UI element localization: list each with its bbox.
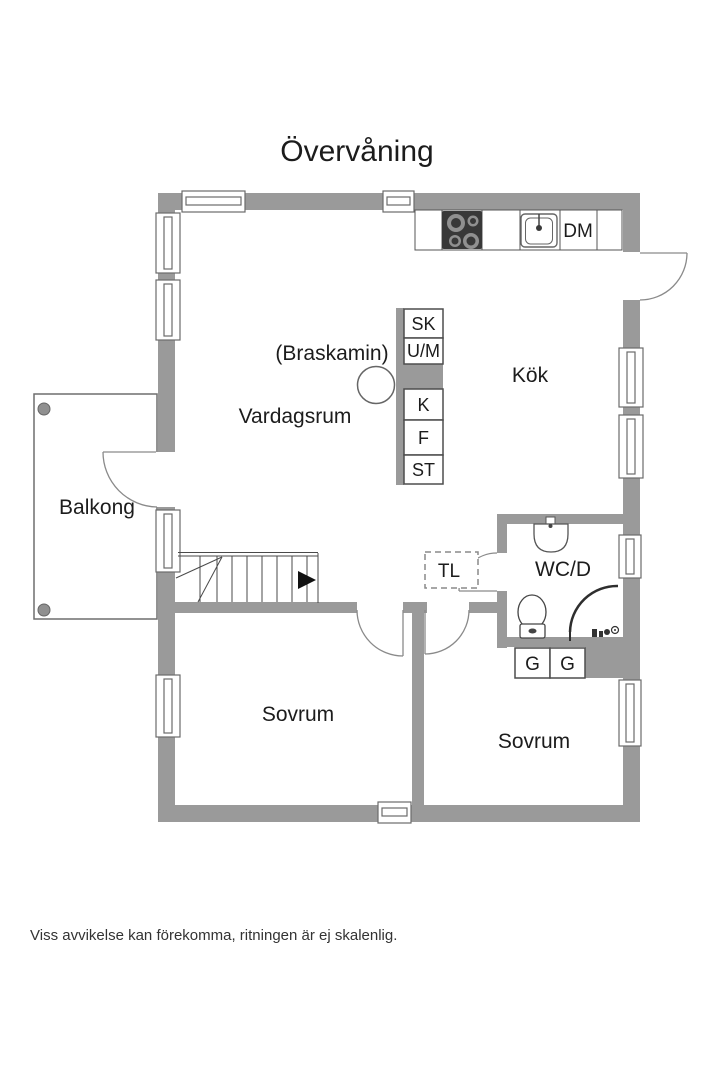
bedroom-right-label: Sovrum (498, 730, 570, 753)
wall-wc-bottom (497, 637, 623, 647)
window-icon (155, 279, 181, 341)
shower-icon (568, 584, 620, 641)
wall-right (623, 193, 640, 805)
closet-label-st: ST (412, 460, 435, 480)
window-icon (377, 801, 412, 824)
window-icon (618, 347, 644, 408)
wardrobe-label: G (525, 654, 540, 675)
closet-label-k: K (417, 395, 429, 415)
door-swing-icon (102, 451, 158, 508)
disclaimer-text: Viss avvikelse kan förekomma, ritningen … (30, 927, 397, 944)
balcony-post-icon (37, 402, 51, 416)
kitchen-counter: DM (414, 209, 623, 251)
wall-hall-left (175, 602, 357, 613)
wardrobe-label: G (560, 654, 575, 675)
window-icon (181, 190, 246, 213)
bathroom-sink-icon (533, 516, 569, 553)
window-icon (382, 190, 415, 213)
wall-appliance-strip (396, 308, 404, 485)
bedroom-left-label: Sovrum (262, 703, 334, 726)
window-icon (618, 679, 642, 747)
closet-label-f: F (418, 428, 429, 448)
doors (102, 252, 688, 657)
wall-appliance-block (396, 364, 443, 389)
window-icon (155, 509, 181, 573)
wardrobes: G G (514, 647, 586, 679)
door-swing-icon (424, 609, 470, 655)
wall-wc-left-upper (497, 514, 507, 553)
wall-wc-block (585, 647, 623, 678)
stove-icon (442, 211, 482, 249)
wall-wc-left-lower (497, 591, 507, 648)
living-room-label: Vardagsrum (239, 405, 352, 428)
kitchen-door-opening (621, 252, 642, 300)
walls (158, 193, 640, 822)
balcony-label: Balkong (59, 496, 135, 519)
balcony-outline (33, 393, 158, 620)
stair-direction-arrow-icon (298, 571, 316, 589)
toilet-icon (517, 594, 547, 639)
wall-bedroom-divider (412, 602, 424, 806)
stairs-icon (175, 552, 319, 603)
closet-column: SK U/M K F ST (403, 308, 444, 485)
wc-label: WC/D (535, 558, 591, 581)
kitchen-label: Kök (512, 364, 549, 387)
fireplace-icon (356, 365, 396, 405)
window-icon (618, 534, 642, 579)
fireplace-note-label: (Braskamin) (275, 342, 388, 365)
door-swing-icon (639, 252, 688, 301)
balcony-door-opening (156, 452, 177, 507)
balcony-post-icon (37, 603, 51, 617)
wall-wc-top (497, 514, 623, 524)
wall-hall-right (469, 602, 500, 613)
window-icon (618, 414, 644, 479)
floor-title: Övervåning (280, 135, 433, 168)
hatch-label: TL (438, 561, 460, 582)
sink-icon (520, 213, 558, 248)
door-swing-icon (356, 609, 404, 657)
closet-label-sk: SK (411, 314, 435, 334)
window-icon (155, 212, 181, 274)
dishwasher-label: DM (563, 221, 593, 242)
windows (155, 190, 644, 824)
closet-label-um: U/M (407, 341, 440, 361)
window-icon (155, 674, 181, 738)
hatch-box: TL (424, 551, 479, 589)
